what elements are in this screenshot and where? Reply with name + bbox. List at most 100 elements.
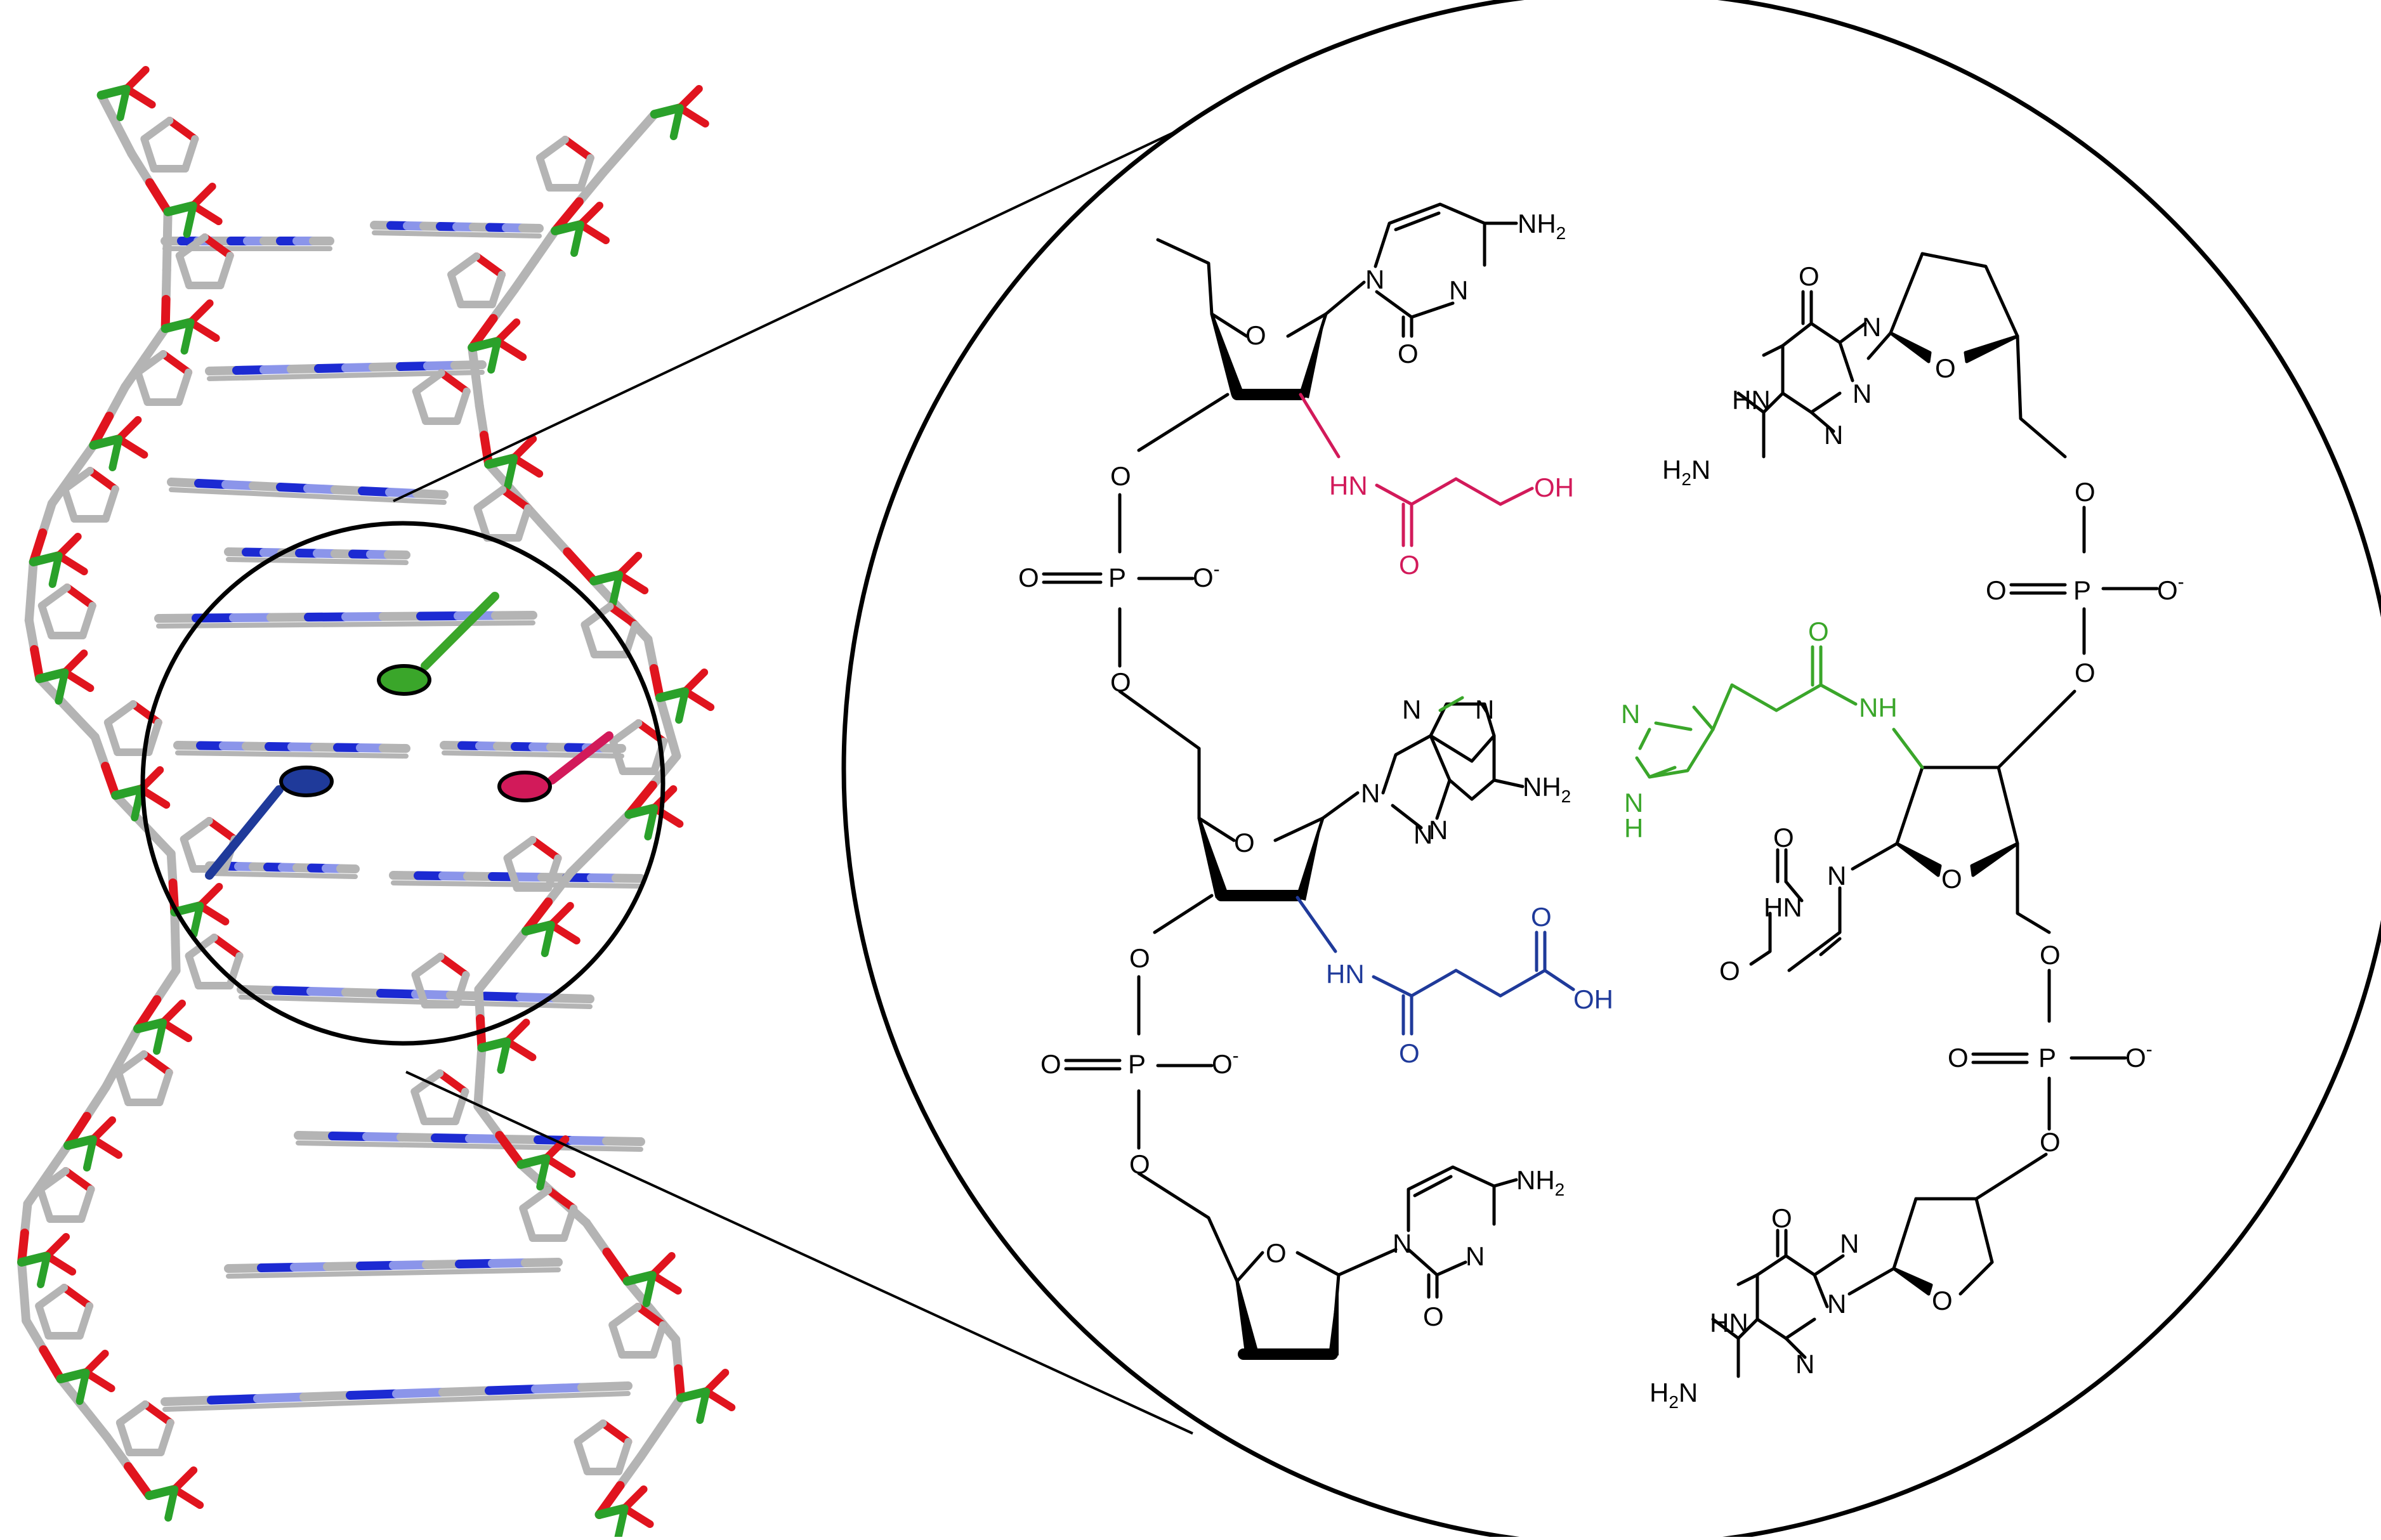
helix-bond xyxy=(167,478,203,488)
helix-bond xyxy=(655,693,673,731)
helix-bond xyxy=(589,577,626,615)
atom-n: N xyxy=(1827,1289,1846,1319)
helix-bond xyxy=(75,1302,94,1340)
helix-bond xyxy=(477,1037,512,1052)
atom-p: P xyxy=(1128,1049,1146,1079)
atom-hn: HN xyxy=(1732,385,1771,415)
helix-bond xyxy=(196,902,230,925)
helix-bond xyxy=(544,854,562,892)
helix-bond xyxy=(266,613,313,622)
helix-bond xyxy=(536,1154,551,1191)
helix-bond xyxy=(189,202,223,225)
atom-o: O xyxy=(1266,1238,1287,1268)
helix-bond xyxy=(314,363,350,373)
helix-bond xyxy=(159,1000,187,1026)
helix-bond xyxy=(656,1393,686,1432)
helix-bond xyxy=(442,750,624,759)
helix-bond xyxy=(60,485,79,523)
helix-bond xyxy=(436,1069,469,1096)
helix-bond xyxy=(436,953,470,979)
helix-bond xyxy=(159,350,193,377)
helix-bond xyxy=(481,991,525,1002)
helix-bond xyxy=(609,571,624,607)
helix-bond xyxy=(205,366,241,375)
helix-bond xyxy=(129,700,162,727)
helix-bond xyxy=(101,1054,126,1092)
atom-o: O xyxy=(1129,1149,1150,1179)
helix-bond xyxy=(620,1504,654,1528)
helix-bond xyxy=(17,1229,29,1267)
helix-bond xyxy=(323,1262,365,1271)
helix-bond xyxy=(447,271,465,308)
helix-bond xyxy=(43,1233,70,1260)
helix-bond xyxy=(622,1270,657,1286)
atom-labels: N N NH2 O O O O P O- O HN O OH O N N N N… xyxy=(1018,209,2184,1412)
helix-bond xyxy=(196,883,223,910)
helix-bond xyxy=(152,966,181,1004)
atom-o: O xyxy=(2075,477,2096,507)
helix-bond xyxy=(180,835,198,873)
helix-bond xyxy=(681,688,715,711)
helix-bond xyxy=(61,649,88,676)
helix-bond xyxy=(650,103,685,119)
helix-bond xyxy=(497,1038,511,1074)
helix-bond xyxy=(341,988,385,998)
helix-bond xyxy=(412,369,445,396)
atom-o-minus: O- xyxy=(1193,559,1220,592)
cytidine-unit-top xyxy=(1042,202,1534,668)
helix-bond xyxy=(175,750,409,759)
helix-bond xyxy=(294,1131,337,1140)
helix-bond xyxy=(157,1419,174,1456)
helix-bond xyxy=(37,602,56,639)
helix-bond xyxy=(102,485,119,523)
helix-bond xyxy=(473,1073,485,1111)
atom-n: N xyxy=(1840,1229,1859,1258)
helix-bond xyxy=(63,703,100,741)
helix-bond xyxy=(159,1019,193,1042)
helix-bond xyxy=(510,454,544,478)
helix-bond xyxy=(56,1368,91,1383)
helix-bond xyxy=(602,1137,645,1146)
helix-bond xyxy=(124,1462,154,1500)
helix-bond xyxy=(328,1132,371,1141)
helix-bond xyxy=(551,993,594,1003)
helix-bond xyxy=(89,1135,122,1159)
helix-bond xyxy=(453,388,471,425)
helix-bond xyxy=(103,719,122,756)
helix-bond xyxy=(598,139,634,177)
helix-bond xyxy=(170,901,205,917)
helix-bond xyxy=(24,587,36,625)
helix-bond xyxy=(609,719,643,746)
atom-n: N xyxy=(1862,312,1881,342)
helix-bond xyxy=(392,1388,447,1399)
helix-bond xyxy=(29,551,63,566)
atom-o: O xyxy=(1935,353,1956,383)
helix-bond xyxy=(89,434,124,450)
hydroxy-marker xyxy=(497,771,552,802)
atom-o: O xyxy=(1719,956,1740,986)
helix-bond xyxy=(154,613,200,623)
helix-bond xyxy=(60,1284,94,1310)
helix-bond xyxy=(19,1287,31,1325)
atom-o: O xyxy=(1110,461,1131,491)
helix-bond xyxy=(226,557,409,565)
helix-bond xyxy=(484,454,519,469)
helix-bond xyxy=(452,971,470,1008)
helix-bond xyxy=(174,369,193,406)
helix-bond xyxy=(624,804,659,819)
helix-bond xyxy=(574,1438,591,1475)
helix-bond xyxy=(642,1271,657,1307)
helix-bond xyxy=(22,1316,48,1354)
helix-bond xyxy=(494,337,527,361)
amine-nh2: NH2 xyxy=(1523,772,1571,806)
helix-bond xyxy=(272,986,315,996)
helix-bond xyxy=(620,1485,648,1512)
atom-o-minus: O- xyxy=(2157,571,2184,605)
helix-bond xyxy=(239,995,593,1009)
helix-bond xyxy=(519,1204,537,1242)
atom-o: O xyxy=(1398,339,1419,369)
helix-bond xyxy=(249,481,285,492)
helix-bond xyxy=(503,854,521,892)
helix-bond xyxy=(103,700,137,727)
